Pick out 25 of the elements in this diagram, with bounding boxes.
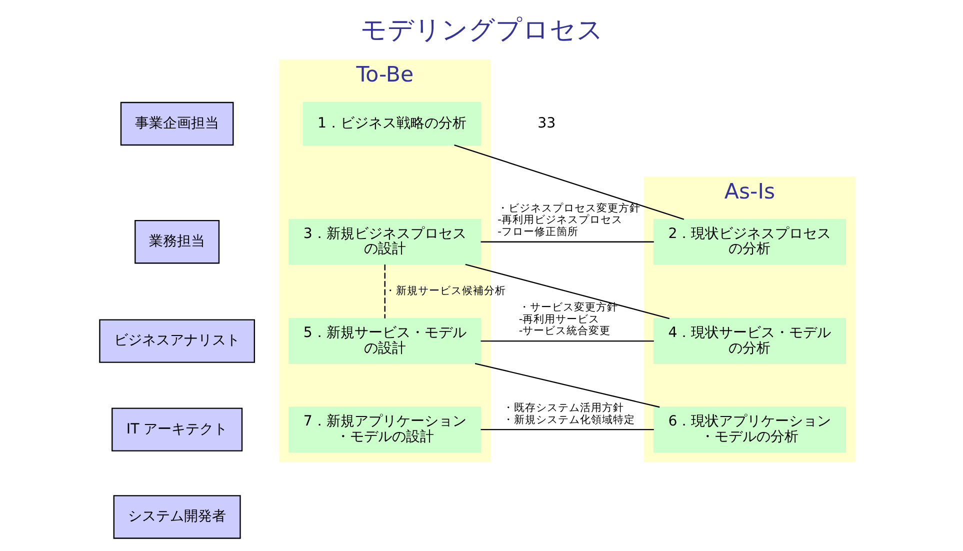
connector: [480, 340, 654, 342]
node-box: 4．現状サービス・モデルの分析: [653, 318, 846, 364]
edge-label: ・サービス変更方針-再利用サービス-サービス統合変更: [518, 300, 618, 338]
connector: [384, 264, 385, 318]
edge-label: ・ビジネスプロセス変更方針-再利用ビジネスプロセス-フロー修正箇所: [497, 201, 640, 238]
node-box: 5．新規サービス・モデルの設計: [288, 318, 481, 364]
node-box: 2．現状ビジネスプロセスの分析: [653, 218, 846, 265]
connector: [474, 362, 660, 408]
node-box: 事業企画担当: [120, 102, 234, 146]
node-box: ビジネスアナリスト: [98, 319, 254, 363]
node-box: 6．現状アプリケーション・モデルの分析: [653, 406, 846, 453]
connector: [464, 264, 670, 320]
node-box: 7．新規アプリケーション・モデルの設計: [288, 406, 481, 453]
connector: [454, 144, 684, 220]
edge-label: ・既存システム活用方針・新規システム化領域特定: [502, 400, 634, 426]
diagram-title: モデリングプロセス: [360, 15, 603, 46]
node-box: 3．新規ビジネスプロセスの設計: [288, 218, 481, 265]
connector: [480, 429, 654, 430]
connector: [480, 241, 654, 242]
node-box: システム開発者: [112, 495, 240, 539]
node-box: 業務担当: [134, 220, 220, 264]
edge-label: ・新規サービス候補分析: [384, 284, 506, 298]
node-box: 1．ビジネス戦略の分析: [302, 102, 481, 146]
node-box: IT アーキテクト: [111, 408, 242, 452]
label: 33: [537, 115, 556, 132]
